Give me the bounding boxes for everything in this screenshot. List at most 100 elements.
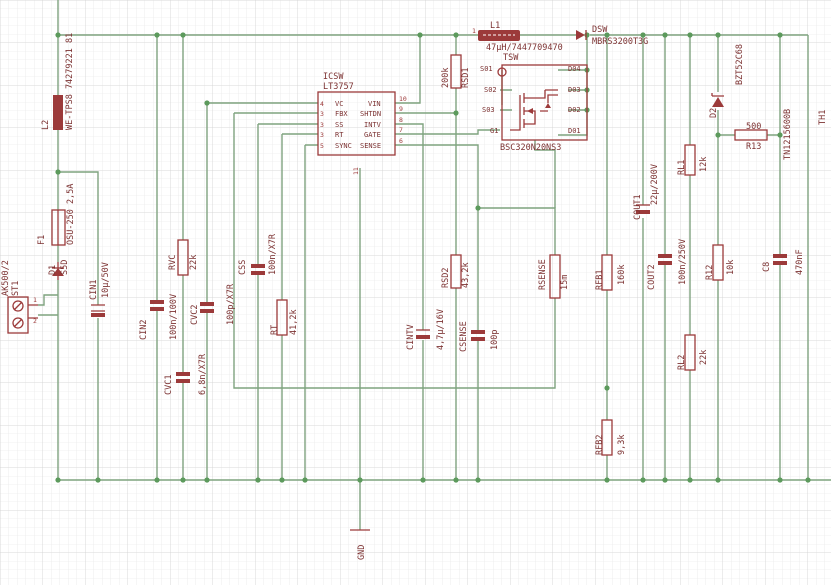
ic-pin-ss: SS <box>335 121 343 129</box>
cvc1-value: 6,8n/X7R <box>198 353 208 395</box>
ic-pin-gate: GATE <box>364 131 381 139</box>
tsw-pin-s03: S03 <box>482 106 495 114</box>
ic-pinnum-sync: 5 <box>320 142 324 150</box>
ic-pinnum-fbx: 3 <box>320 110 324 118</box>
ic-pin-sync: SYNC <box>335 142 352 150</box>
resistor-r12[interactable]: R12 10k <box>705 244 736 281</box>
cin1-value: 10µ/50V <box>101 262 111 298</box>
tsw-pin-g1: G1 <box>490 127 498 135</box>
rfb2-value: 9,3k <box>617 435 627 455</box>
connector-st1[interactable]: 1 2 ST1 AK500/2 <box>1 260 38 334</box>
l1-name: L1 <box>490 21 500 31</box>
resistor-rl1[interactable]: RL1 12k <box>677 144 709 176</box>
ic-name: ICSW <box>323 72 344 82</box>
csense-value: 100p <box>490 330 500 350</box>
d2-value: BZT52C68 <box>735 44 745 85</box>
th1-value: TN1215600B <box>783 109 793 160</box>
csense-name: CSENSE <box>459 321 469 352</box>
cvc1-name: CVC1 <box>164 375 174 395</box>
capacitor-cout1[interactable]: COUT1 22µ/200V <box>633 164 660 220</box>
resistor-rfb1[interactable]: RFB1 160k <box>595 254 627 291</box>
capacitor-cout2[interactable]: COUT2 100n/250V <box>647 239 688 290</box>
ic-left-pins: VC FBX SS RT SYNC 4 3 3 3 5 <box>320 100 352 150</box>
ic-pinnum-ss: 3 <box>320 121 324 129</box>
capacitor-cintv[interactable]: CINTV 4,7µ/16V <box>406 309 446 350</box>
connector-name: ST1 <box>11 281 21 296</box>
ntc-th1[interactable]: TN1215600B TH1 <box>783 109 828 160</box>
cvc2-name: CVC2 <box>190 305 200 325</box>
ic-pin-fbx: FBX <box>335 110 348 118</box>
tsw-pin-s01: S01 <box>480 65 493 73</box>
d1-name: D1 <box>48 265 58 275</box>
resistor-rl2[interactable]: RL2 22k <box>677 334 709 371</box>
rvc-name: RVC <box>168 255 178 270</box>
ic-pinnum-intv: 8 <box>399 116 403 124</box>
capacitor-css[interactable]: CSS 100n/X7R <box>238 233 278 275</box>
cout1-name: COUT1 <box>633 194 643 220</box>
diode-dsw[interactable]: DSW MBRS3200T3G <box>576 25 648 47</box>
resistor-rsd2[interactable]: RSD2 43,2k <box>441 254 471 289</box>
choke-value: WE-TPS8 74279221 81 <box>65 33 75 130</box>
r13-name: R13 <box>746 142 761 152</box>
rvc-value: 22k <box>189 255 199 270</box>
rsd1-name: RSD1 <box>461 68 471 88</box>
cin1-name: CIN1 <box>89 280 99 300</box>
cin2-value: 100n/100V <box>169 294 179 340</box>
css-value: 100n/X7R <box>268 233 278 275</box>
tsw-pin-d04: D04 <box>568 65 581 73</box>
choke-name: L2 <box>41 120 51 130</box>
fuse-name: F1 <box>37 235 47 245</box>
tsw-value: BSC320N20NS3 <box>500 143 561 153</box>
cout2-value: 100n/250V <box>678 239 688 285</box>
diode-d1[interactable]: D1 S5D <box>48 260 70 280</box>
rfb1-name: RFB1 <box>595 270 605 290</box>
ic-pinnum-sense: 6 <box>399 137 403 145</box>
r12-value: 10k <box>726 260 736 275</box>
ground-symbol: GND <box>350 529 370 560</box>
ic-pin-vc: VC <box>335 100 343 108</box>
tsw-pin-d03: D03 <box>568 86 581 94</box>
dsw-name: DSW <box>592 25 608 35</box>
rt-value: 41,2k <box>289 309 299 335</box>
rl2-value: 22k <box>699 350 709 365</box>
l1-pin1: 1 <box>472 27 476 35</box>
choke-l2[interactable]: L2 WE-TPS8 74279221 81 <box>41 33 75 130</box>
ic-pin-shtdn: SHTDN <box>360 110 381 118</box>
ic-pinnum-shtdn: 9 <box>399 105 403 113</box>
rl1-value: 12k <box>699 157 709 172</box>
ic-pinnum-gate: 7 <box>399 126 403 134</box>
rl1-name: RL1 <box>677 160 687 175</box>
th1-name: TH1 <box>818 110 828 125</box>
d2-name: D2 <box>709 108 719 118</box>
rsense-name: RSENSE <box>538 259 548 290</box>
mosfet-tsw[interactable]: TSW S01 S02 S03 G1 D04 D03 D02 D01 BSC32… <box>480 53 588 153</box>
ic-pin-sense: SENSE <box>360 142 381 150</box>
tsw-pin-s02: S02 <box>484 86 497 94</box>
resistor-rt[interactable]: RT 41,2k <box>270 299 299 336</box>
cvc2-value: 100p/X7R <box>226 283 236 325</box>
fuse-value: OSU-250 2,5A <box>66 184 76 245</box>
resistor-rsense[interactable]: RSENSE 15m <box>538 254 570 299</box>
capacitor-cvc1[interactable]: CVC1 6,8n/X7R <box>164 353 208 395</box>
resistor-rsd1[interactable]: 200k RSD1 <box>441 54 471 89</box>
capacitor-csense[interactable]: CSENSE 100p <box>459 321 500 352</box>
dsw-value: MBRS3200T3G <box>592 37 648 47</box>
d1-value: S5D <box>60 260 70 275</box>
capacitor-c8[interactable]: C8 470nF <box>762 249 805 275</box>
capacitor-cin1[interactable]: CIN1 10µ/50V <box>89 262 111 317</box>
ic-pinnum-vc: 4 <box>320 100 324 108</box>
inductor-l1[interactable]: 1 L1 47µH/7447709470 <box>472 21 563 53</box>
resistor-rfb2[interactable]: RFB2 9,3k <box>595 419 627 456</box>
fuse-f1[interactable]: F1 OSU-250 2,5A <box>37 184 76 246</box>
tsw-name: TSW <box>503 53 519 63</box>
ic-pinnum-vin: 10 <box>399 95 407 103</box>
ic-lt3757[interactable]: ICSW LT3757 VC FBX SS RT SYNC 4 3 3 3 5 … <box>317 72 407 175</box>
capacitor-cvc2[interactable]: CVC2 100p/X7R <box>190 283 236 325</box>
resistor-r13[interactable]: 500 R13 <box>734 122 768 152</box>
diode-d2[interactable]: D2 BZT52C68 <box>709 44 745 118</box>
ic-pin-rt: RT <box>335 131 344 139</box>
resistor-rvc[interactable]: RVC 22k <box>168 239 199 276</box>
capacitor-cin2[interactable]: CIN2 100n/100V <box>139 294 179 340</box>
